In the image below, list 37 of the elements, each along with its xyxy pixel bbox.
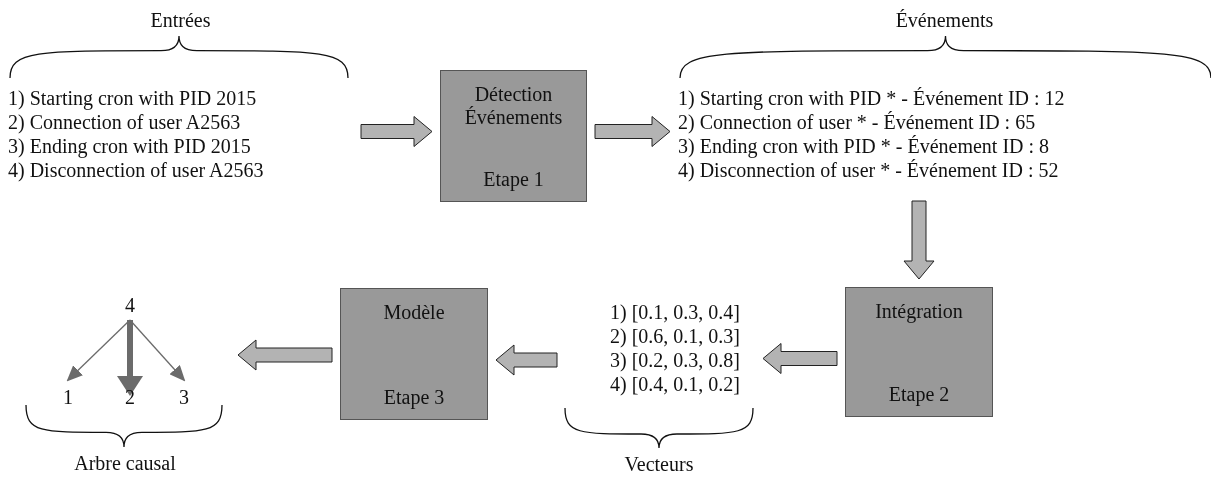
list-item: 2) Connection of user A2563 [8, 110, 241, 134]
block-arrow [594, 116, 671, 147]
block-arrow [237, 339, 333, 371]
section-heading: Vecteurs [624, 452, 694, 476]
box-title: Modèle [383, 301, 445, 324]
list-item: 1) [0.1, 0.3, 0.4] [610, 300, 740, 324]
tree-node-label: 2 [118, 384, 142, 410]
list-item: 2) Connection of user * - Événement ID : 65 [678, 110, 1036, 134]
process-box [440, 70, 587, 202]
list-item: 4) Disconnection of user * - Événement ID : 52 [678, 158, 1059, 182]
process-box [340, 288, 488, 420]
box-title: Détection Événements [463, 83, 564, 129]
step-label: Etape 1 [483, 168, 544, 191]
box-title: Intégration [875, 300, 963, 323]
block-arrow [762, 343, 838, 374]
tree-node-label: 3 [172, 384, 196, 410]
block-arrow [495, 344, 558, 376]
list-item: 1) Starting cron with PID 2015 [8, 86, 257, 110]
list-item: 4) Disconnection of user A2563 [8, 158, 264, 182]
arrow [129, 319, 186, 382]
block-arrow [360, 116, 433, 147]
step-label: Etape 3 [383, 386, 445, 409]
list-item: 1) Starting cron with PID * - Événement ID : 12 [678, 86, 1065, 110]
block-arrow [903, 200, 935, 280]
list-item: 3) [0.2, 0.3, 0.8] [610, 348, 740, 372]
list-item: 3) Ending cron with PID * - Événement ID : 8 [678, 134, 1050, 158]
tree-node-label: 4 [118, 292, 142, 318]
section-heading: Entrées [150, 8, 211, 32]
arrow [117, 320, 143, 396]
list-item: 4) [0.4, 0.1, 0.2] [610, 372, 740, 396]
list-item: 2) [0.6, 0.1, 0.3] [610, 324, 740, 348]
section-heading: Événements [895, 8, 994, 32]
list-item: 3) Ending cron with PID 2015 [8, 134, 251, 158]
tree-node-label: 1 [56, 384, 80, 410]
process-box [845, 287, 993, 417]
step-label: Etape 2 [888, 383, 950, 406]
section-heading: Arbre causal [74, 451, 176, 475]
